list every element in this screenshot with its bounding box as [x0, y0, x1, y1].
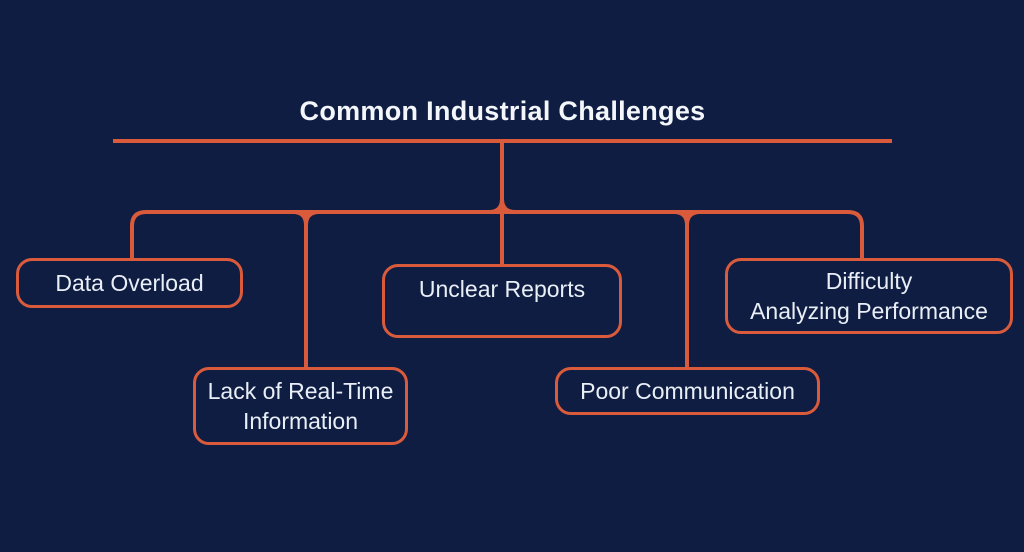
- node-lack-of-real-time-information: Lack of Real-Time Information: [193, 367, 408, 445]
- node-data-overload: Data Overload: [16, 258, 243, 308]
- node-difficulty-analyzing-performance: Difficulty Analyzing Performance: [725, 258, 1013, 334]
- diagram-title: Common Industrial Challenges: [299, 96, 706, 126]
- junction-fillet: [304, 210, 320, 226]
- branch-connector: [130, 210, 864, 260]
- node-label: Poor Communication: [580, 377, 795, 404]
- junction-fillet: [292, 210, 308, 226]
- junction-fillet: [673, 210, 689, 226]
- node-label: Lack of Real-Time Information: [207, 377, 394, 434]
- junction-fillet: [500, 198, 516, 214]
- node-label: Data Overload: [55, 269, 204, 296]
- junction-fillet: [685, 210, 701, 226]
- node-unclear-reports: Unclear Reports: [382, 264, 622, 338]
- node-label: Unclear Reports: [418, 276, 586, 302]
- node-poor-communication: Poor Communication: [555, 367, 820, 415]
- junction-fillet: [488, 198, 504, 214]
- node-label: Difficulty Analyzing Performance: [750, 267, 988, 324]
